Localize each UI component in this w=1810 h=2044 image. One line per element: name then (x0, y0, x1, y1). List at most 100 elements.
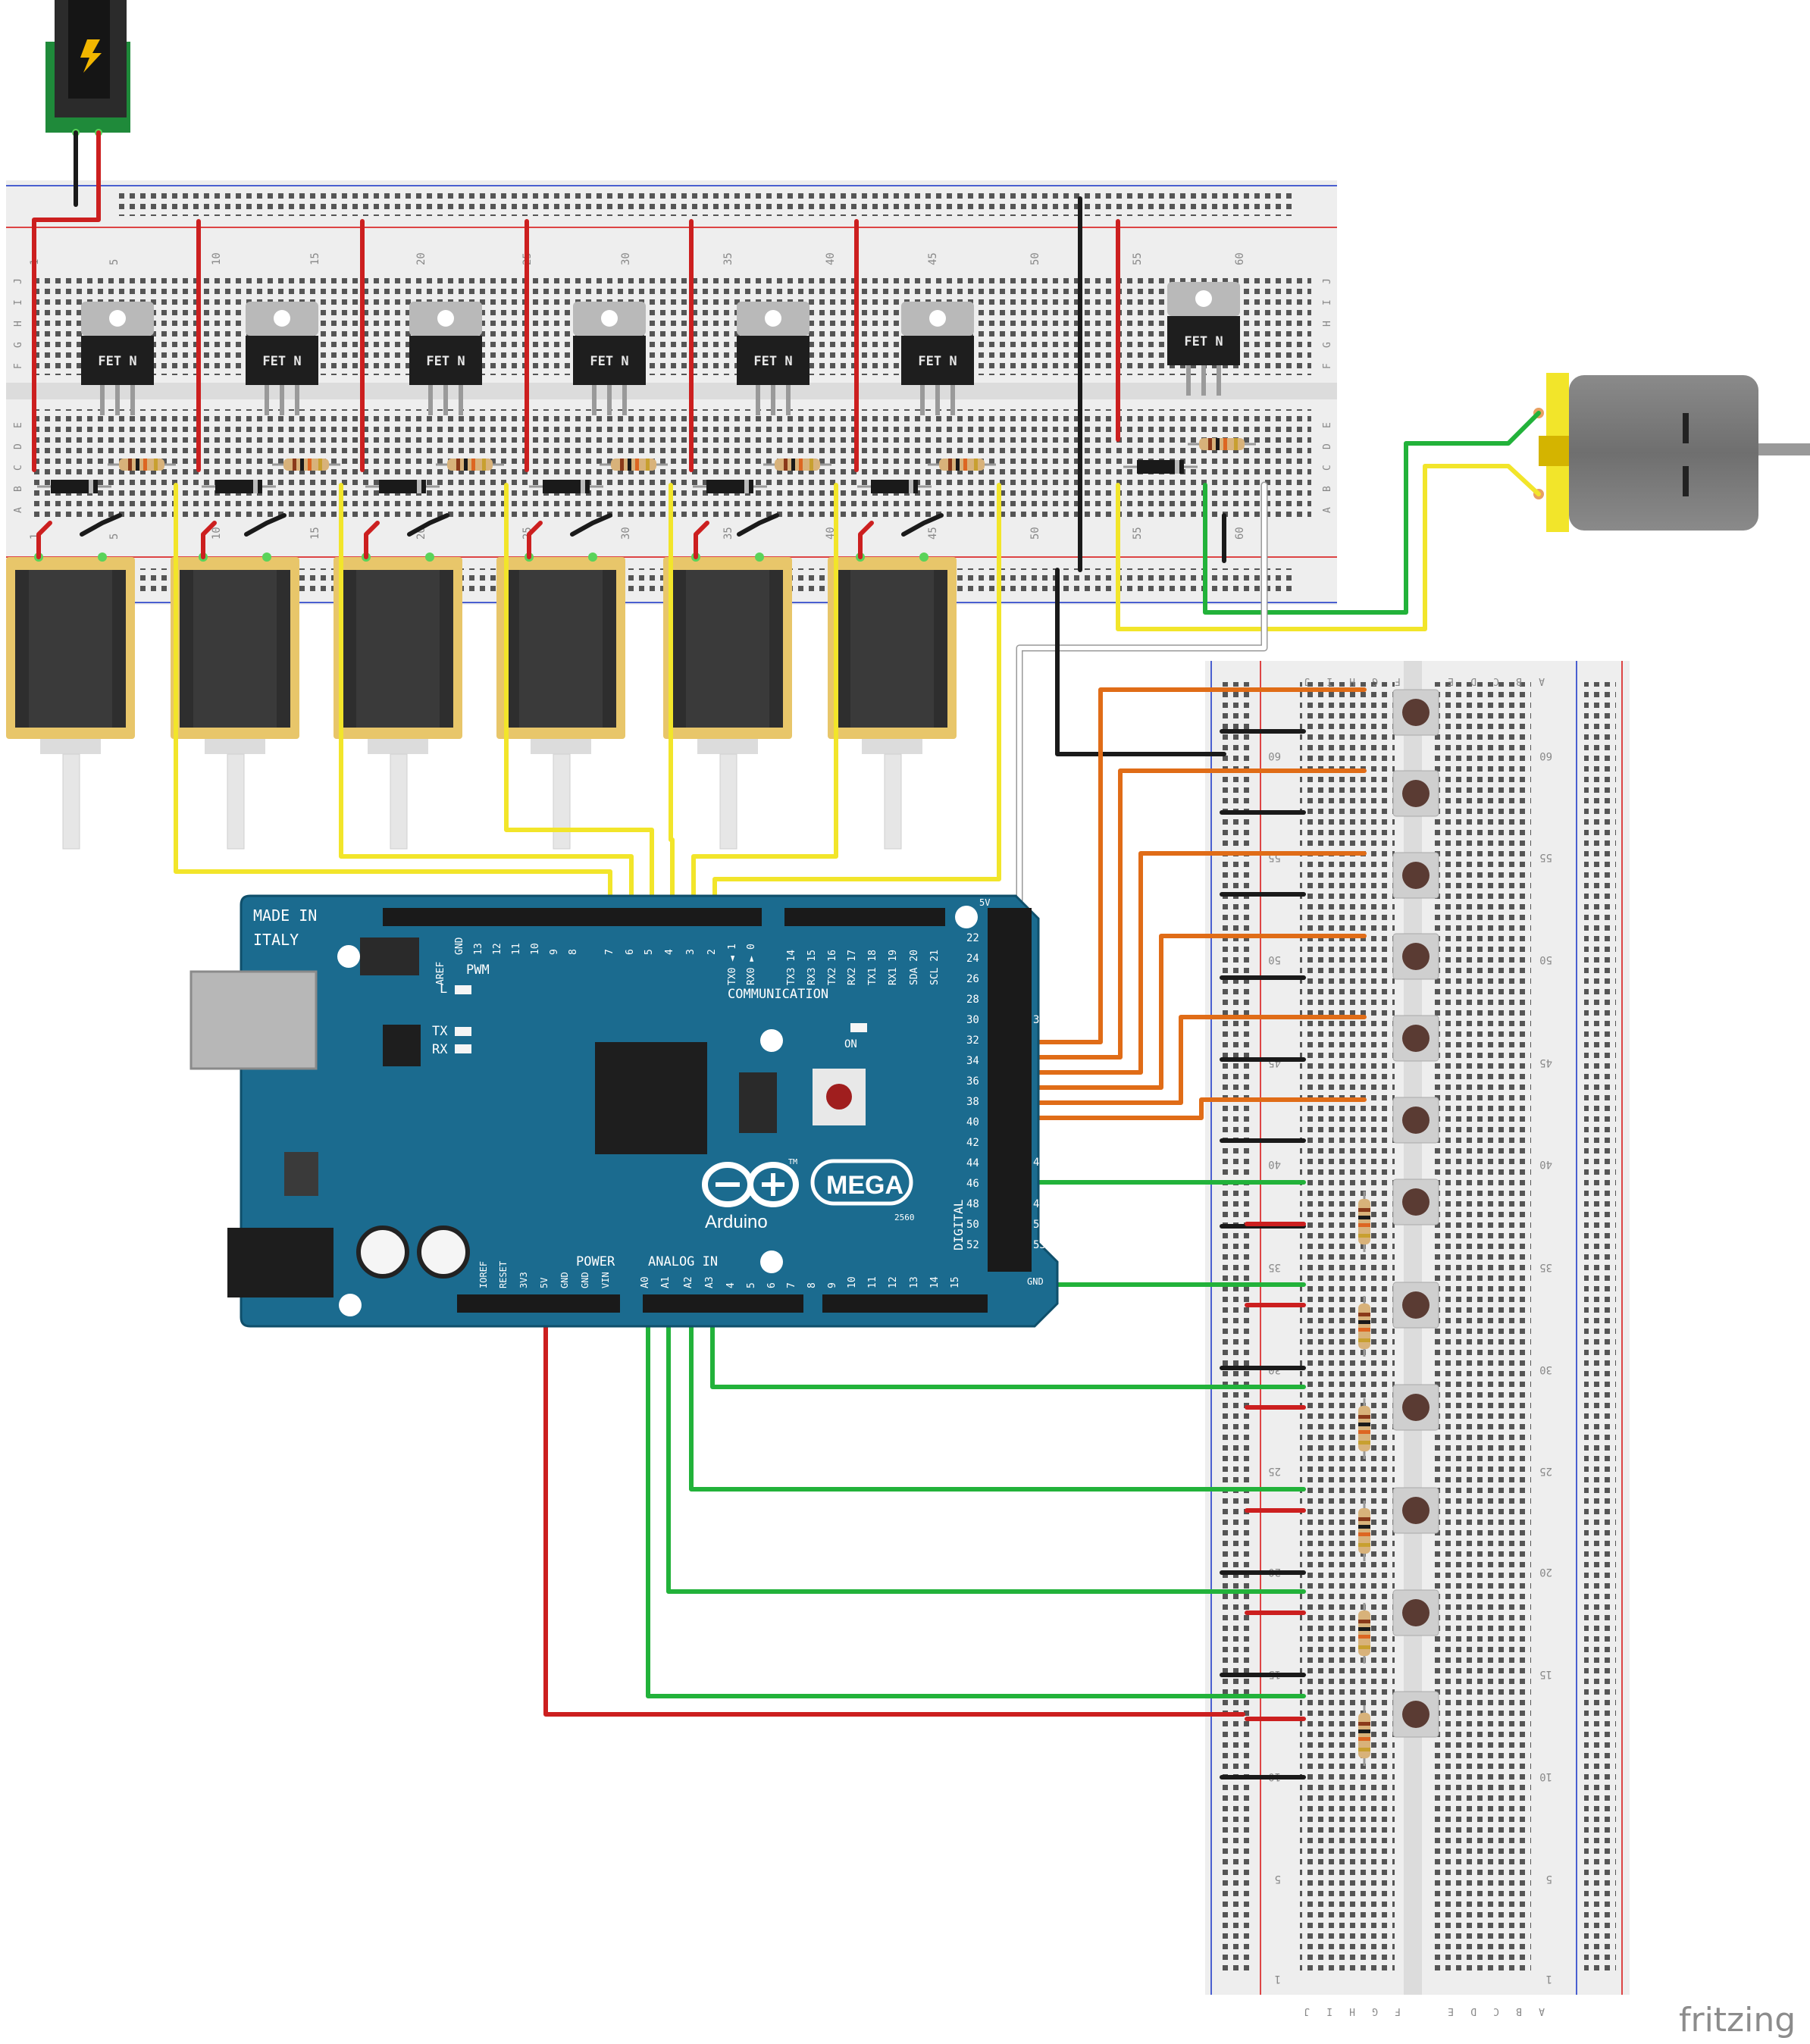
button-cap[interactable] (1402, 1394, 1430, 1421)
push-button[interactable] (1392, 1097, 1439, 1144)
push-button[interactable] (1392, 1691, 1439, 1738)
column-letter: I (1326, 675, 1332, 687)
fritzing-watermark: fritzing (1679, 2001, 1796, 2039)
diode-body (871, 480, 918, 493)
row-letter: J (13, 278, 24, 284)
mosfet-leg (1217, 365, 1221, 396)
button-cap[interactable] (1402, 1025, 1430, 1052)
pin-label: 5 (644, 949, 655, 955)
mosfet-body (409, 336, 482, 385)
pin-label: 15 (950, 1276, 961, 1288)
push-button[interactable] (1392, 1487, 1439, 1534)
push-button[interactable] (1392, 852, 1439, 899)
row-number: 60 (1268, 750, 1281, 762)
row-number: 5 (1275, 1873, 1281, 1885)
column-number: 55 (1132, 252, 1144, 265)
resistor-band (1358, 1729, 1370, 1733)
pin-label: A0 (640, 1276, 651, 1288)
pwm-label: PWM (466, 963, 490, 978)
button-cap[interactable] (1402, 1497, 1430, 1524)
solenoid-black-lead (80, 513, 122, 537)
pin-label: 5 (746, 1282, 757, 1288)
push-button[interactable] (1392, 1384, 1439, 1431)
button-cap[interactable] (1402, 1701, 1430, 1728)
mosfet-leg (295, 385, 299, 415)
solenoid-plunger (390, 753, 408, 850)
pin-label: TX0 ◄ 1 (727, 944, 738, 985)
mosfet-leg (607, 385, 612, 415)
pin-label: TX1 18 (867, 950, 878, 985)
resistor-band (628, 459, 631, 471)
row-letter: G (13, 342, 24, 348)
push-button[interactable] (1392, 689, 1439, 736)
push-button[interactable] (1392, 770, 1439, 817)
lightning-icon (80, 39, 102, 73)
mosfet-body (246, 336, 318, 385)
pin-label: 5V (539, 1278, 550, 1288)
push-button[interactable] (1392, 933, 1439, 980)
push-button[interactable] (1392, 1015, 1439, 1062)
solenoid-coil-inner (850, 570, 934, 728)
column-letter: H (1349, 2005, 1355, 2017)
pin-label: 3 (685, 949, 697, 955)
solenoid-plunger-base (368, 739, 428, 754)
resistor-band (1358, 1441, 1370, 1445)
solenoid-plunger (62, 753, 80, 850)
pin-label: 31 (1033, 1014, 1046, 1026)
solenoid-plunger (227, 753, 245, 850)
column-letter: C (1493, 2005, 1499, 2017)
button-cap[interactable] (1402, 1291, 1430, 1319)
column-letter: J (1304, 2005, 1310, 2017)
push-button[interactable] (1392, 1282, 1439, 1329)
push-button[interactable] (1392, 1179, 1439, 1225)
mosfet-leg (280, 385, 284, 415)
pin-label: RX1 19 (888, 950, 899, 985)
pin-label: 49 (1033, 1198, 1046, 1210)
pull-down-resistor (1358, 1501, 1370, 1561)
button-cap[interactable] (1402, 943, 1430, 970)
right-5v-label: 5V (979, 897, 990, 908)
led-tx-label: TX (432, 1024, 448, 1039)
mosfet-body (737, 336, 809, 385)
button-cap[interactable] (1402, 862, 1430, 889)
solenoid (334, 552, 462, 850)
row-letter: G (1322, 342, 1333, 348)
dc-power-jack (45, 0, 130, 136)
resistor-band (1358, 1320, 1370, 1324)
button-cap[interactable] (1402, 780, 1430, 807)
column-letter: A (1539, 675, 1545, 687)
diode-band (253, 480, 258, 493)
push-button[interactable] (1392, 1589, 1439, 1636)
button-cap[interactable] (1402, 1107, 1430, 1134)
button-cap[interactable] (1402, 699, 1430, 726)
solenoid-plunger (553, 753, 571, 850)
solenoid-red-lead (36, 521, 52, 559)
mosfet-leg (115, 385, 120, 415)
solenoid-coil-inner (356, 570, 440, 728)
diode (1123, 460, 1198, 474)
resistor-band (1358, 1216, 1370, 1219)
solenoid-coil-inner (29, 570, 112, 728)
diode (37, 480, 111, 493)
pin-label: A3 (704, 1276, 716, 1288)
pin-label: SDA 20 (909, 950, 920, 985)
mosfet-body (573, 336, 646, 385)
analog-in-label: ANALOG IN (648, 1254, 718, 1269)
solenoid-coil-inner (193, 570, 277, 728)
row-number: 1 (1546, 1973, 1552, 1985)
button-cap[interactable] (1402, 1188, 1430, 1216)
solenoid-plunger-base (531, 739, 591, 754)
column-letter: F (1395, 2005, 1401, 2017)
mosfet-leg (443, 385, 448, 415)
pin-label: VIN (600, 1272, 611, 1288)
diode-band (909, 480, 913, 493)
mosfet-body (901, 336, 974, 385)
button-cap[interactable] (1402, 1599, 1430, 1626)
pin-label: TX3 14 (786, 950, 797, 985)
row-letter: E (1322, 422, 1333, 428)
mosfet-label: FET N (918, 354, 957, 369)
dc-motor (1533, 373, 1810, 532)
solenoid-plunger-base (862, 739, 922, 754)
n-channel-mosfet: FET N (573, 302, 646, 415)
resistor-band (1234, 438, 1238, 450)
